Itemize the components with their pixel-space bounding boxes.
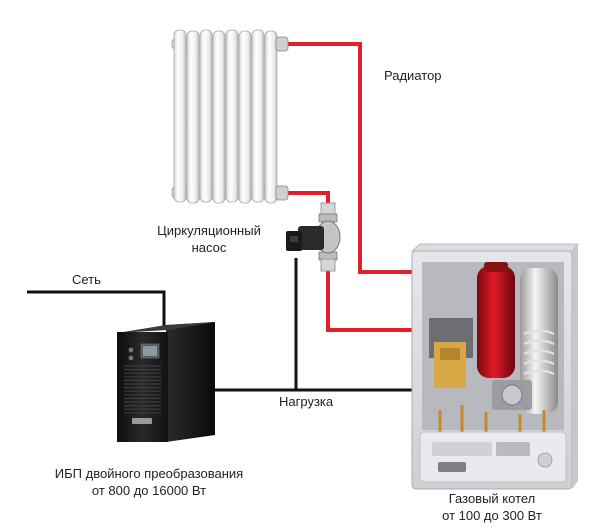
boiler-label-line2: от 100 до 300 Вт <box>442 508 542 523</box>
boiler-label: Газовый котел от 100 до 300 Вт <box>418 490 566 524</box>
ups-label-line2: от 800 до 16000 Вт <box>91 483 207 498</box>
radiator-label: Радиатор <box>384 68 442 83</box>
return-pipe <box>285 191 412 332</box>
supply-pipe <box>285 42 412 274</box>
pump-label: Циркуляционный насос <box>136 222 282 256</box>
pump-label-line2: насос <box>191 240 227 255</box>
load-label: Нагрузка <box>279 394 334 409</box>
radiator-icon <box>171 29 289 204</box>
boiler-label-line1: Газовый котел <box>448 491 536 506</box>
power-cables <box>27 258 412 392</box>
ups-label: ИБП двойного преобразования от 800 до 16… <box>36 465 262 499</box>
ups-label-line1: ИБП двойного преобразования <box>54 466 244 481</box>
network-label: Сеть <box>72 272 101 287</box>
mains-cable <box>27 290 166 328</box>
pump-icon <box>286 202 341 272</box>
ups-icon <box>117 322 215 442</box>
boiler-icon <box>410 243 579 490</box>
pump-label-line1: Циркуляционный <box>157 223 261 238</box>
